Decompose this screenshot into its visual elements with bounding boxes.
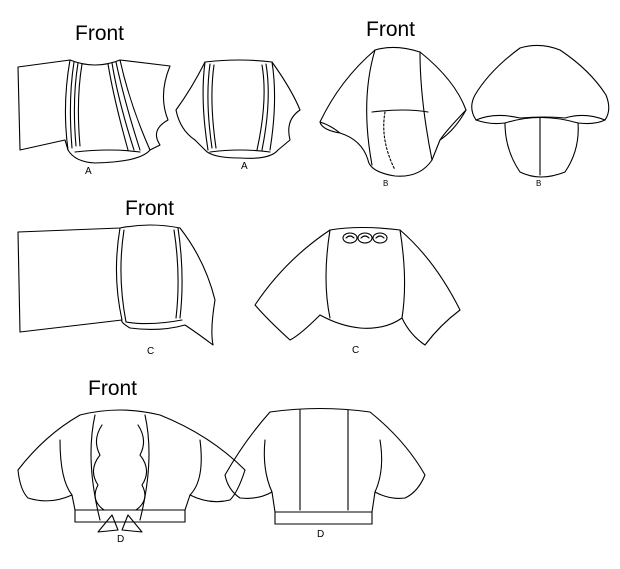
heading-front-d: Front: [88, 377, 138, 400]
heading-front-c: Front: [125, 197, 175, 220]
view-d-front-drawing: [17, 409, 246, 533]
view-b-front-drawing: [319, 46, 467, 177]
view-b-back-drawing: [471, 44, 610, 178]
view-d-back-drawing: [224, 407, 426, 525]
view-label-c-back: C: [352, 345, 360, 356]
view-c-front-drawing: [17, 224, 216, 346]
view-a-front-drawing: [17, 59, 171, 164]
view-a-back-drawing: [175, 59, 301, 159]
view-label-d-back: D: [317, 529, 325, 540]
view-label-b-front: B: [383, 179, 389, 188]
view-label-c-front: C: [147, 346, 155, 357]
heading-front-a: Front: [75, 22, 125, 45]
view-label-a-back: A: [241, 161, 248, 172]
view-c-back-drawing: [254, 226, 461, 346]
heading-front-b: Front: [366, 18, 416, 41]
view-label-b-back: B: [536, 179, 542, 188]
view-label-d-front: D: [117, 534, 125, 545]
view-label-a-front: A: [85, 166, 92, 177]
